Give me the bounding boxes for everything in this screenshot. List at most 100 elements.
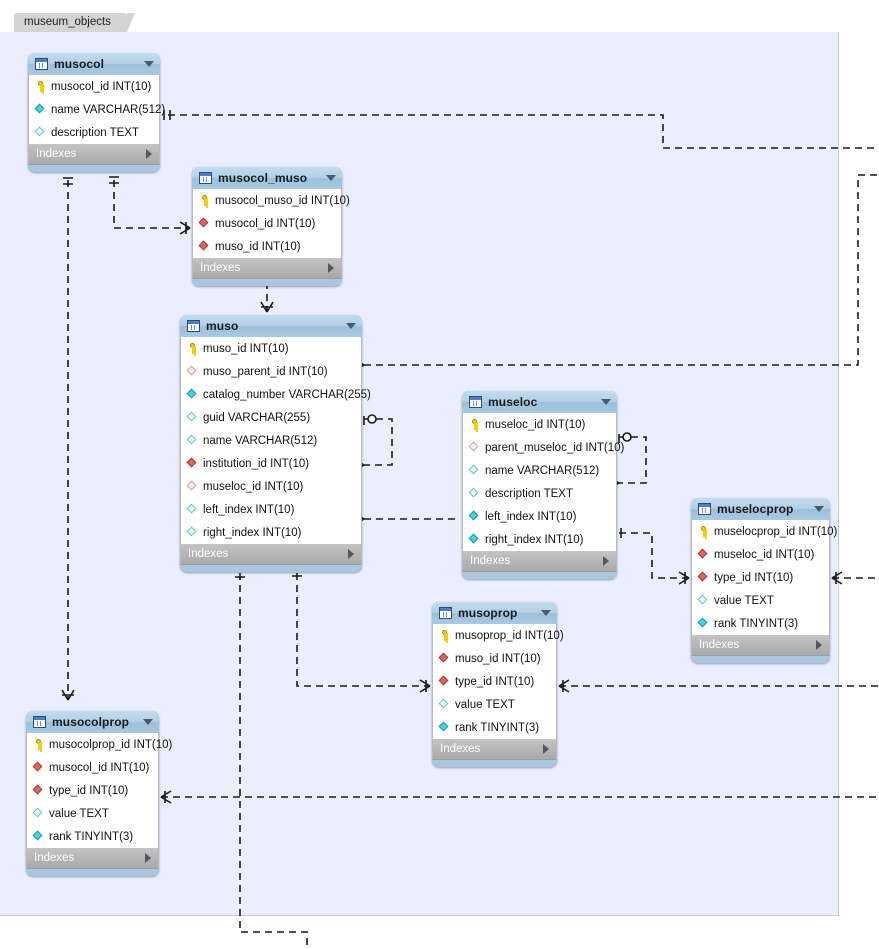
table-musocol[interactable]: musocol musocol_id INT(10) name VARCHAR(51… bbox=[28, 53, 165, 172]
primary-key-icon bbox=[439, 630, 450, 641]
table-row[interactable]: musocol_id INT(10) bbox=[193, 212, 341, 235]
table-row[interactable]: rank TINYINT(3) bbox=[433, 716, 556, 739]
chevron-down-icon[interactable] bbox=[601, 399, 611, 405]
table-row[interactable]: guid VARCHAR(255) bbox=[181, 406, 361, 429]
column-diamond-icon bbox=[698, 618, 709, 629]
table-icon bbox=[35, 58, 48, 70]
chevron-down-icon[interactable] bbox=[326, 175, 336, 181]
table-row[interactable]: name VARCHAR(512) bbox=[181, 429, 361, 452]
indexes-section-musocolprop[interactable]: Indexes bbox=[26, 848, 159, 869]
table-row[interactable]: left_index INT(10) bbox=[181, 498, 361, 521]
chevron-right-icon[interactable] bbox=[348, 549, 354, 559]
table-row[interactable]: value TEXT bbox=[433, 693, 556, 716]
column-label: musocol_id INT(10) bbox=[215, 217, 316, 230]
table-row[interactable]: museloc_id INT(10) bbox=[463, 413, 616, 436]
table-row[interactable]: right_index INT(10) bbox=[463, 528, 616, 551]
table-row[interactable]: type_id INT(10) bbox=[27, 779, 158, 802]
column-diamond-icon bbox=[187, 412, 198, 423]
primary-key-icon bbox=[187, 343, 198, 354]
table-row[interactable]: musoprop_id INT(10) bbox=[433, 624, 564, 647]
foreign-key-diamond-icon bbox=[199, 218, 210, 229]
chevron-down-icon[interactable] bbox=[144, 61, 154, 67]
column-label: right_index INT(10) bbox=[203, 526, 302, 539]
chevron-down-icon[interactable] bbox=[814, 506, 824, 512]
table-row[interactable]: parent_museloc_id INT(10) bbox=[463, 436, 624, 459]
table-row[interactable]: muselocprop_id INT(10) bbox=[692, 520, 837, 543]
column-label: museloc_id INT(10) bbox=[485, 418, 586, 431]
chevron-right-icon[interactable] bbox=[145, 853, 151, 863]
chevron-right-icon[interactable] bbox=[603, 556, 609, 566]
indexes-label: Indexes bbox=[34, 852, 75, 864]
table-title: muselocprop bbox=[717, 502, 794, 516]
table-row[interactable]: musocol_muso_id INT(10) bbox=[193, 189, 350, 212]
table-row[interactable]: type_id INT(10) bbox=[692, 566, 829, 589]
column-label: muso_id INT(10) bbox=[215, 240, 301, 253]
table-row[interactable]: museloc_id INT(10) bbox=[181, 475, 361, 498]
indexes-section-musocol[interactable]: Indexes bbox=[28, 144, 160, 165]
indexes-label: Indexes bbox=[200, 262, 241, 274]
column-label: muso_parent_id INT(10) bbox=[203, 365, 328, 378]
table-row[interactable]: musocolprop_id INT(10) bbox=[27, 733, 172, 756]
chevron-down-icon[interactable] bbox=[541, 610, 551, 616]
indexes-section-museloc[interactable]: Indexes bbox=[462, 551, 617, 572]
indexes-section-musoprop[interactable]: Indexes bbox=[432, 739, 557, 760]
table-row[interactable]: muso_parent_id INT(10) bbox=[181, 360, 361, 383]
table-row[interactable]: type_id INT(10) bbox=[433, 670, 556, 693]
table-row[interactable]: musocol_id INT(10) bbox=[27, 756, 158, 779]
foreign-key-diamond-icon bbox=[698, 572, 709, 583]
chevron-right-icon[interactable] bbox=[328, 263, 334, 273]
table-columns-musocol: musocol_id INT(10) name VARCHAR(512)descr… bbox=[28, 75, 165, 144]
column-label: value TEXT bbox=[49, 807, 109, 820]
chevron-right-icon[interactable] bbox=[543, 744, 549, 754]
column-label: name VARCHAR(512) bbox=[485, 464, 600, 477]
table-row[interactable]: rank TINYINT(3) bbox=[692, 612, 829, 635]
tab-museum-objects[interactable]: museum_objects bbox=[14, 13, 135, 32]
table-row[interactable]: left_index INT(10) bbox=[463, 505, 616, 528]
table-row[interactable]: description TEXT bbox=[463, 482, 616, 505]
table-header-musocol[interactable]: musocol bbox=[28, 53, 160, 75]
chevron-right-icon[interactable] bbox=[146, 149, 152, 159]
table-row[interactable]: rank TINYINT(3) bbox=[27, 825, 158, 848]
table-row[interactable]: muso_id INT(10) bbox=[193, 235, 341, 258]
indexes-section-musocol_muso[interactable]: Indexes bbox=[192, 258, 342, 279]
table-header-musoprop[interactable]: musoprop bbox=[432, 602, 557, 624]
table-row[interactable]: value TEXT bbox=[692, 589, 829, 612]
table-row[interactable]: right_index INT(10) bbox=[181, 521, 361, 544]
column-label: museloc_id INT(10) bbox=[714, 548, 815, 561]
table-header-muselocprop[interactable]: muselocprop bbox=[691, 498, 830, 520]
table-row[interactable]: muso_id INT(10) bbox=[181, 337, 361, 360]
indexes-section-muselocprop[interactable]: Indexes bbox=[691, 635, 830, 656]
column-label: type_id INT(10) bbox=[455, 675, 535, 688]
chevron-right-icon[interactable] bbox=[816, 640, 822, 650]
indexes-section-muso[interactable]: Indexes bbox=[180, 544, 362, 565]
table-header-musocolprop[interactable]: musocolprop bbox=[26, 711, 159, 733]
indexes-label: Indexes bbox=[36, 148, 77, 160]
table-row[interactable]: musocol_id INT(10) bbox=[29, 75, 159, 98]
table-row[interactable]: museloc_id INT(10) bbox=[692, 543, 829, 566]
table-row[interactable]: value TEXT bbox=[27, 802, 158, 825]
table-row[interactable]: name VARCHAR(512) bbox=[29, 98, 165, 121]
table-header-museloc[interactable]: museloc bbox=[462, 391, 617, 413]
column-label: value TEXT bbox=[455, 698, 515, 711]
column-label: catalog_number VARCHAR(255) bbox=[203, 388, 371, 401]
table-row[interactable]: catalog_number VARCHAR(255) bbox=[181, 383, 371, 406]
table-header-musocol_muso[interactable]: musocol_muso bbox=[192, 167, 342, 189]
chevron-down-icon[interactable] bbox=[346, 323, 356, 329]
table-row[interactable]: name VARCHAR(512) bbox=[463, 459, 616, 482]
table-row[interactable]: muso_id INT(10) bbox=[433, 647, 556, 670]
column-diamond-icon bbox=[187, 527, 198, 538]
table-row[interactable]: description TEXT bbox=[29, 121, 159, 144]
table-museloc[interactable]: museloc museloc_id INT(10) parent_museloc_… bbox=[462, 391, 624, 579]
column-label: right_index INT(10) bbox=[485, 533, 584, 546]
column-label: type_id INT(10) bbox=[714, 571, 794, 584]
chevron-down-icon[interactable] bbox=[143, 719, 153, 725]
table-header-muso[interactable]: muso bbox=[180, 315, 362, 337]
primary-key-icon bbox=[35, 81, 46, 92]
table-row[interactable]: institution_id INT(10) bbox=[181, 452, 361, 475]
column-label: musocol_id INT(10) bbox=[51, 80, 152, 93]
table-muselocprop[interactable]: muselocprop muselocprop_id INT(10) museloc… bbox=[691, 498, 837, 663]
